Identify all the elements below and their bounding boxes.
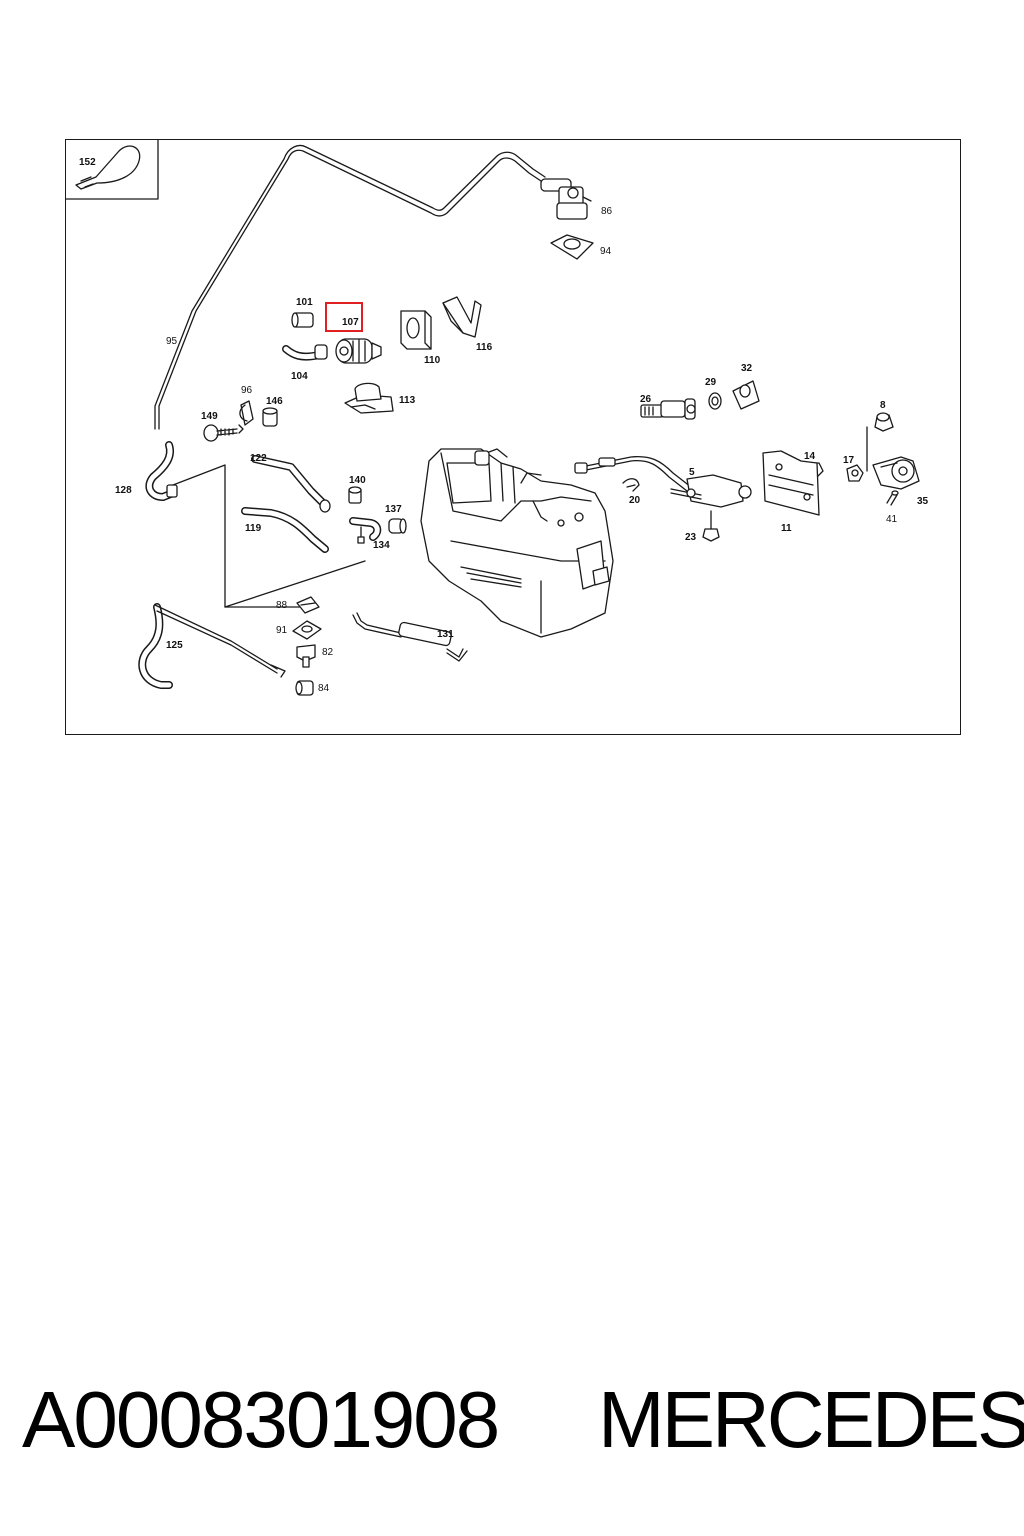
part-number: A0008301908: [22, 1375, 500, 1464]
label-110: 110: [424, 355, 441, 366]
label-140: 140: [349, 475, 366, 486]
part-32-cap[interactable]: 32: [732, 363, 760, 410]
highlight-box-107: [325, 302, 363, 332]
part-17-nut[interactable]: 17: [843, 455, 864, 482]
part-11-bracket[interactable]: 11: [762, 450, 820, 534]
main-housing[interactable]: [420, 448, 614, 638]
part-5-cable-assembly[interactable]: 5: [574, 455, 752, 508]
part-94-grommet[interactable]: 94: [550, 234, 612, 260]
label-95: 95: [166, 336, 178, 347]
part-41-screw[interactable]: 41: [886, 490, 899, 525]
label-107: 107: [342, 317, 359, 328]
part-125-hose[interactable]: 125: [138, 603, 286, 689]
label-23: 23: [685, 532, 697, 543]
part-82-connector[interactable]: 82: [296, 644, 334, 668]
part-86-connector[interactable]: 86: [540, 178, 613, 220]
label-5: 5: [689, 467, 695, 478]
label-149: 149: [201, 411, 218, 422]
part-96-clip[interactable]: 96: [239, 385, 254, 426]
label-101: 101: [296, 297, 313, 308]
part-8-plug[interactable]: 8: [874, 400, 894, 432]
part-128-hose[interactable]: 128: [115, 441, 178, 501]
part-91-grommet[interactable]: 91: [276, 620, 322, 640]
label-8: 8: [880, 400, 886, 411]
part-107-valve[interactable]: 107: [325, 302, 382, 364]
part-110-holder[interactable]: 110: [400, 310, 441, 366]
label-122: 122: [250, 453, 267, 464]
part-140-sleeve[interactable]: 140: [348, 475, 366, 504]
label-41: 41: [886, 514, 898, 525]
part-101-fitting[interactable]: 101: [291, 297, 314, 328]
label-29: 29: [705, 377, 717, 388]
part-95-hose[interactable]: 95: [154, 144, 546, 430]
part-137-cap[interactable]: 137: [385, 504, 407, 534]
label-134: 134: [373, 540, 390, 551]
part-88-clip[interactable]: 88: [276, 596, 320, 614]
footer: A0008301908 MERCEDES: [0, 1370, 1024, 1470]
label-26: 26: [640, 394, 652, 405]
label-104: 104: [291, 371, 308, 382]
label-35: 35: [917, 496, 929, 507]
label-32: 32: [741, 363, 753, 374]
label-125: 125: [166, 640, 183, 651]
part-84-fitting[interactable]: 84: [295, 680, 330, 696]
label-116: 116: [476, 342, 493, 353]
part-119-hose[interactable]: 119: [241, 507, 329, 553]
group-bracket-lines: [172, 464, 366, 608]
part-35-actuator[interactable]: 35: [872, 456, 929, 507]
label-152: 152: [79, 157, 96, 168]
label-82: 82: [322, 647, 334, 658]
parts-diagram-frame: 152 95 86 94 101: [65, 139, 961, 735]
label-128: 128: [115, 485, 132, 496]
label-131: 131: [437, 629, 454, 640]
label-113: 113: [399, 395, 416, 406]
part-131-pipe[interactable]: 131: [352, 612, 468, 662]
label-86: 86: [601, 206, 613, 217]
label-88: 88: [276, 600, 288, 611]
label-119: 119: [245, 523, 262, 534]
label-14: 14: [804, 451, 816, 462]
label-96: 96: [241, 385, 253, 396]
part-113-mount[interactable]: 113: [344, 382, 416, 414]
part-146-bushing[interactable]: 146: [262, 396, 283, 427]
part-116-bracket[interactable]: 116: [442, 296, 493, 353]
part-134-elbow[interactable]: 134: [349, 517, 390, 551]
brand-name: MERCEDES: [598, 1375, 1024, 1464]
part-23-nut[interactable]: 23: [685, 510, 720, 543]
label-11: 11: [781, 523, 792, 534]
part-152-cable-tie[interactable]: 152: [66, 140, 159, 200]
part-26-sensor[interactable]: 26: [640, 394, 696, 420]
parts-diagram: 152 95 86 94 101: [66, 140, 929, 696]
label-17: 17: [843, 455, 855, 466]
label-94: 94: [600, 246, 612, 257]
label-146: 146: [266, 396, 283, 407]
label-91: 91: [276, 625, 288, 636]
label-137: 137: [385, 504, 402, 515]
part-122-hose[interactable]: 122: [250, 453, 331, 513]
part-29-washer[interactable]: 29: [705, 377, 722, 410]
label-84: 84: [318, 683, 330, 694]
part-149-screw[interactable]: 149: [201, 411, 244, 442]
label-20: 20: [629, 495, 641, 506]
part-104-hose[interactable]: 104: [282, 344, 328, 382]
part-20-clip[interactable]: 20: [622, 478, 641, 506]
